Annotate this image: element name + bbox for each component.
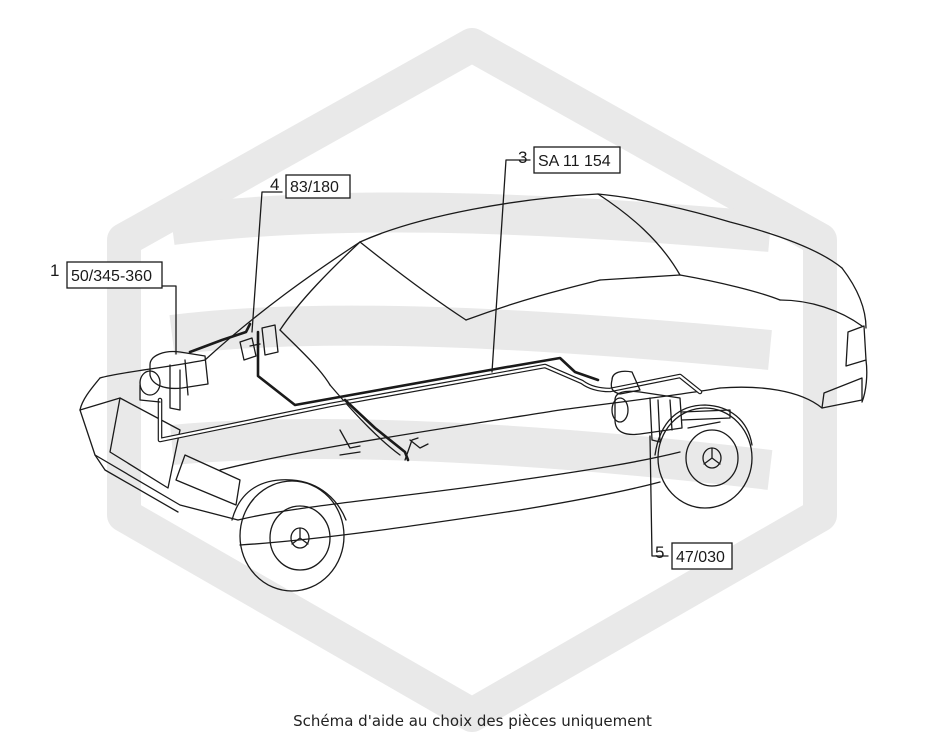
diagram-caption: Schéma d'aide au choix des pièces unique… [293,712,652,730]
callout-4-code: 83/180 [290,179,339,196]
callout-1-code: 50/345-360 [71,268,152,285]
rear-wheel [654,404,753,509]
callout-5: 5 47/030 [649,435,733,570]
callout-1: 1 50/345-360 [50,261,177,355]
callout-4-number: 4 [270,175,279,194]
front-wheel [231,479,347,592]
rear-pump-module [610,370,731,443]
callout-1-number: 1 [50,261,59,280]
callout-4: 4 83/180 [251,174,351,333]
front-module [139,350,209,411]
brand-logo-watermark [107,28,837,732]
callout-5-number: 5 [655,543,664,562]
callout-5-code: 47/030 [676,549,725,566]
callout-3-code: SA 11 154 [538,153,611,170]
callout-3: 3 SA 11 154 [491,146,621,373]
line-routing [157,322,703,462]
callout-3-number: 3 [518,148,527,167]
relay-module [239,324,279,361]
